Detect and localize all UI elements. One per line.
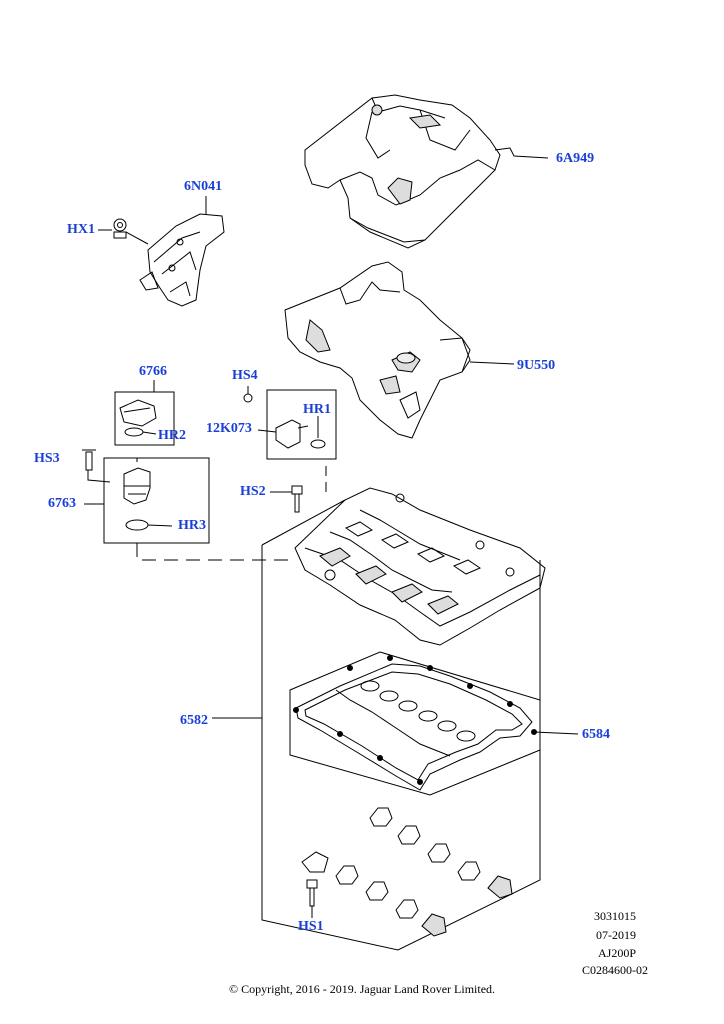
illustration-id: C0284600-02	[582, 963, 648, 977]
callout-HR3[interactable]: HR3	[178, 518, 206, 533]
callout-6584[interactable]: 6584	[582, 727, 610, 742]
reference-number: 3031015	[594, 909, 636, 923]
callout-HS2[interactable]: HS2	[240, 484, 266, 499]
callout-6A949[interactable]: 6A949	[556, 151, 595, 166]
callout-12K073[interactable]: 12K073	[206, 421, 252, 436]
callout-6766[interactable]: 6766	[139, 364, 167, 379]
bearing-caps	[301, 807, 513, 937]
engine-code: AJ200P	[597, 946, 636, 960]
callout-HS1[interactable]: HS1	[298, 919, 324, 934]
hx1-nut	[98, 218, 149, 245]
callout-6N041[interactable]: 6N041	[184, 179, 223, 194]
callout-HS4[interactable]: HS4	[232, 368, 258, 383]
callout-HR2[interactable]: HR2	[158, 428, 186, 443]
engine-cover-lower	[284, 261, 515, 439]
cylinder-head-carrier	[294, 487, 546, 646]
callout-9U550[interactable]: 9U550	[517, 358, 556, 373]
cover-bracket	[139, 196, 225, 307]
gasket-outline	[289, 651, 541, 796]
revision-date: 07-2019	[596, 928, 636, 942]
callout-HS3[interactable]: HS3	[34, 451, 60, 466]
hs1-bolt	[306, 879, 318, 918]
copyright-notice: © Copyright, 2016 - 2019. Jaguar Land Ro…	[228, 982, 496, 996]
oil-filler-neck-group	[82, 449, 210, 544]
callout-6582[interactable]: 6582	[180, 713, 208, 728]
callout-HX1[interactable]: HX1	[67, 222, 95, 237]
hs2-bolt	[270, 485, 303, 513]
hs4-bolt	[243, 386, 253, 403]
callout-HR1[interactable]: HR1	[303, 402, 331, 417]
sensor-group	[257, 389, 337, 496]
callout-6763[interactable]: 6763	[48, 496, 76, 511]
engine-cover-upper	[304, 94, 549, 249]
valve-cover-gasket	[293, 655, 579, 791]
